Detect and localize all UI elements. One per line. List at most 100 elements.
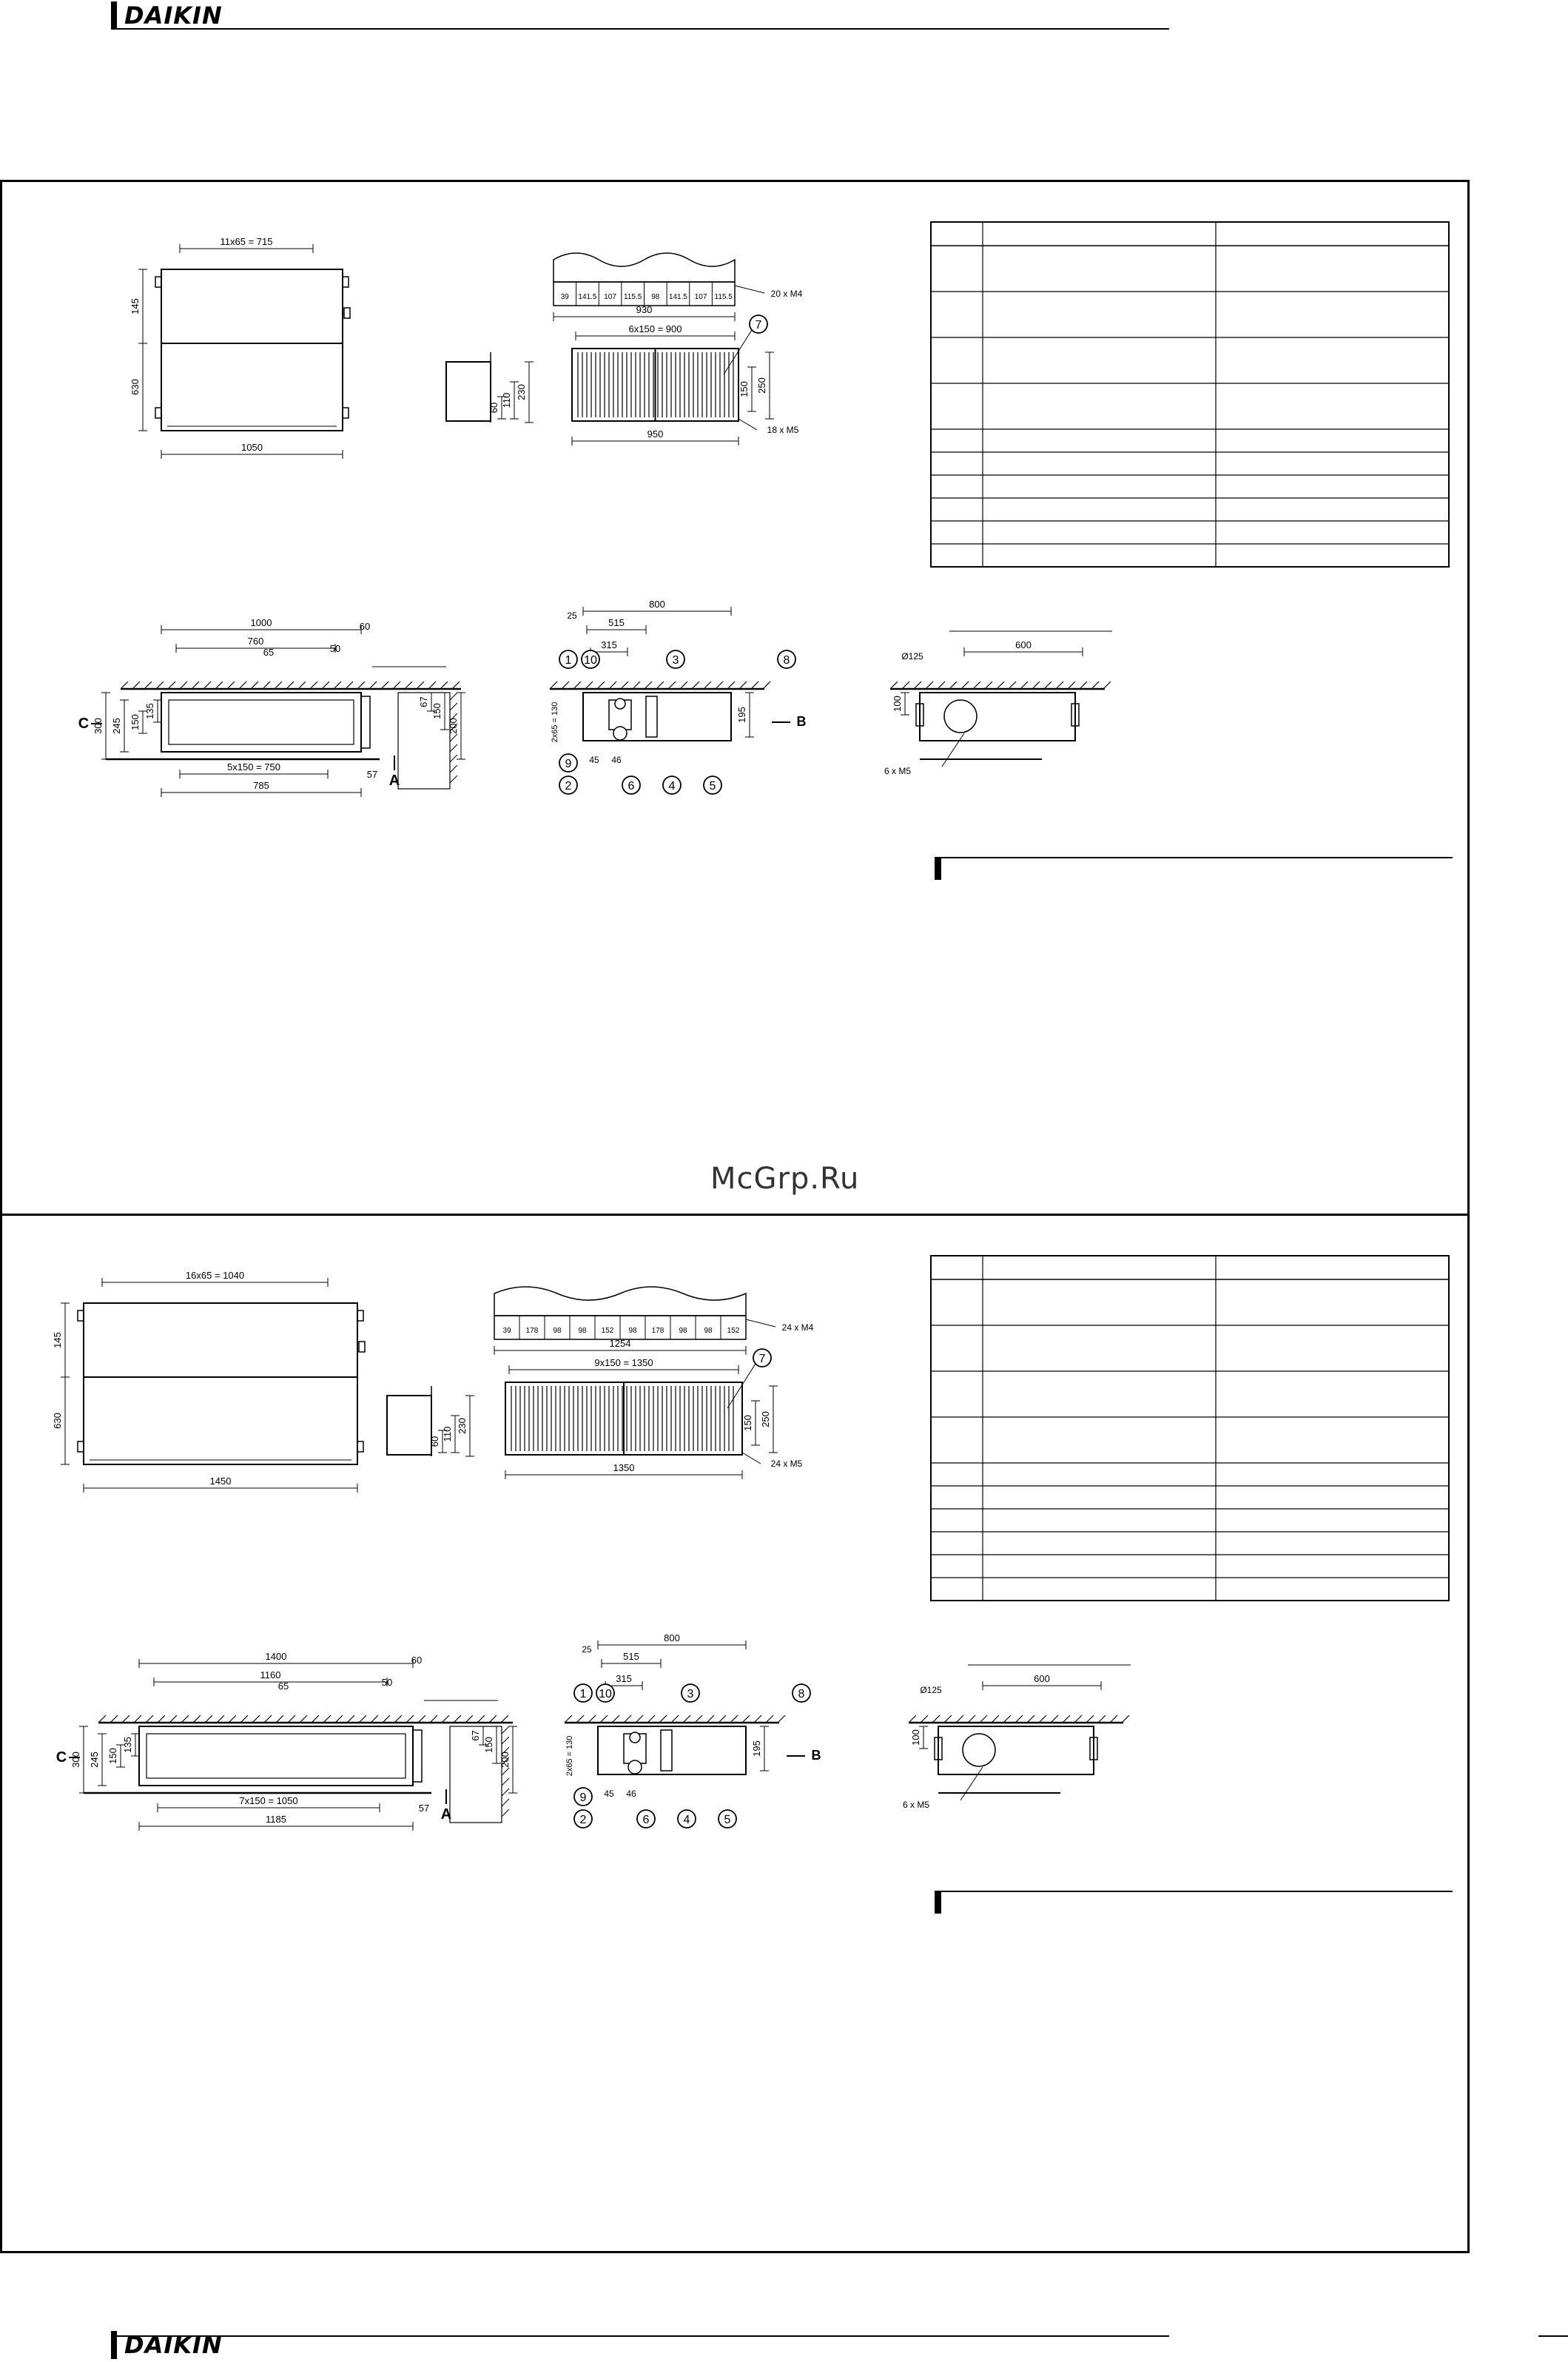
hatch-mark: [979, 1715, 988, 1723]
front-height-150: 150: [129, 714, 141, 730]
hatch-mark: [262, 681, 271, 690]
note-marker: [935, 858, 941, 880]
hatch-mark: [913, 681, 922, 690]
callout-6-number: 6: [643, 1814, 650, 1826]
round-outlet: [943, 699, 978, 733]
spec-table: [930, 1255, 1450, 1601]
front-bottom-width: 1185: [266, 1814, 286, 1825]
hatch-mark: [984, 681, 993, 690]
front-side-flange: [360, 696, 371, 749]
front-bottom-width: 785: [253, 780, 269, 791]
callout-10-number: 10: [599, 1688, 612, 1700]
detail-pipe-block: [660, 1729, 673, 1772]
front-height-245: 245: [111, 718, 122, 734]
hatch-mark: [908, 1715, 917, 1723]
hatch-mark: [274, 681, 283, 690]
hatch-mark: [429, 1715, 438, 1723]
front-dim-57: 57: [419, 1803, 429, 1814]
connection-point: [629, 1732, 641, 1743]
filter-top-outline: [553, 252, 736, 283]
brand-wordmark: DAIKIN: [124, 1, 223, 30]
detail-dim-515: 515: [608, 617, 625, 628]
wall-section: [397, 692, 451, 790]
hatch-mark: [1103, 681, 1111, 690]
hatch-mark: [240, 1715, 249, 1723]
hatch-mark: [901, 681, 910, 690]
filter-top-bolts: 20 x M4: [771, 289, 803, 299]
filter-cell-label: 152: [602, 1327, 614, 1335]
leader-line: [745, 1319, 776, 1328]
hatch-mark: [299, 1715, 308, 1723]
mount-bracket: [77, 1441, 84, 1453]
mount-bracket: [1071, 703, 1080, 727]
top-view-depth: 1050: [241, 442, 263, 453]
hatch-mark: [765, 1715, 774, 1723]
wall-hatch: [501, 1808, 510, 1817]
front-height-150-right: 150: [431, 703, 443, 719]
detail-dim-25: 25: [582, 1644, 592, 1655]
hatch-mark: [564, 1715, 573, 1723]
detail-width-800: 800: [664, 1632, 680, 1643]
callout-3: [666, 650, 685, 669]
hatch-mark: [991, 1715, 1000, 1723]
front-dim-50: 50: [382, 1677, 392, 1688]
detail-height-195: 195: [736, 707, 747, 723]
hatch-mark: [960, 681, 969, 690]
watermark: McGrp.Ru: [710, 1162, 860, 1196]
mount-bracket: [357, 1310, 364, 1322]
filter-cell-label: 98: [578, 1327, 587, 1335]
round-view-diameter: Ø125: [901, 651, 923, 662]
hatch-mark: [738, 681, 747, 690]
pipe-stub: [343, 307, 351, 319]
detail-width-800: 800: [649, 599, 665, 610]
front-inner-width: 760: [248, 636, 264, 647]
hatch-mark: [215, 681, 223, 690]
wall-hatch: [449, 723, 458, 732]
round-view-height: 100: [892, 696, 903, 712]
wall-hatch: [501, 1736, 510, 1745]
callout-3: [681, 1683, 700, 1703]
front-unit-inner: [168, 699, 354, 745]
wall-hatch: [501, 1757, 510, 1766]
filter-cell-label: 178: [526, 1327, 539, 1335]
hatch-mark: [932, 1715, 941, 1723]
hatch-mark: [417, 1715, 426, 1723]
hatch-mark: [345, 681, 354, 690]
filter-top-width: 1254: [610, 1338, 631, 1349]
hatch-mark: [369, 681, 377, 690]
side-dim-c: 230: [516, 384, 527, 400]
side-view-body: [445, 361, 491, 422]
detail-dim-45: 45: [589, 755, 599, 765]
hatch-mark: [1074, 1715, 1083, 1723]
hatch-mark: [727, 681, 736, 690]
filter-front-span: 6x150 = 900: [629, 323, 682, 334]
callout-8: [777, 650, 796, 669]
top-view-depth: 1450: [210, 1476, 232, 1487]
footer-rule: [111, 2335, 1169, 2337]
hatch-mark: [145, 1715, 154, 1723]
hatch-mark: [380, 681, 389, 690]
callout-10: [581, 650, 600, 669]
hatch-mark: [889, 681, 898, 690]
round-view-bolts: 6 x M5: [884, 766, 911, 776]
hatch-mark: [286, 681, 295, 690]
hatch-mark: [1109, 1715, 1118, 1723]
wall-hatch: [501, 1767, 510, 1776]
front-dim-65: 65: [263, 647, 274, 658]
filter-cell-label: 98: [704, 1327, 713, 1335]
hatch-mark: [718, 1715, 727, 1723]
hatch-mark: [155, 681, 164, 690]
filter-top-width: 930: [636, 304, 653, 315]
wall-hatch: [501, 1746, 510, 1755]
callout-5-number: 5: [724, 1814, 731, 1826]
hatch-mark: [121, 1715, 130, 1723]
hatch-mark: [694, 1715, 703, 1723]
front-height-300: 300: [70, 1752, 81, 1768]
leader-line: [941, 733, 965, 767]
hatch-mark: [144, 681, 152, 690]
front-height-300: 300: [92, 718, 104, 734]
detail-height-195: 195: [751, 1740, 762, 1757]
callout-4: [662, 775, 682, 795]
filter-cell-label: 39: [502, 1327, 511, 1335]
side-dim-b: 110: [501, 393, 512, 408]
